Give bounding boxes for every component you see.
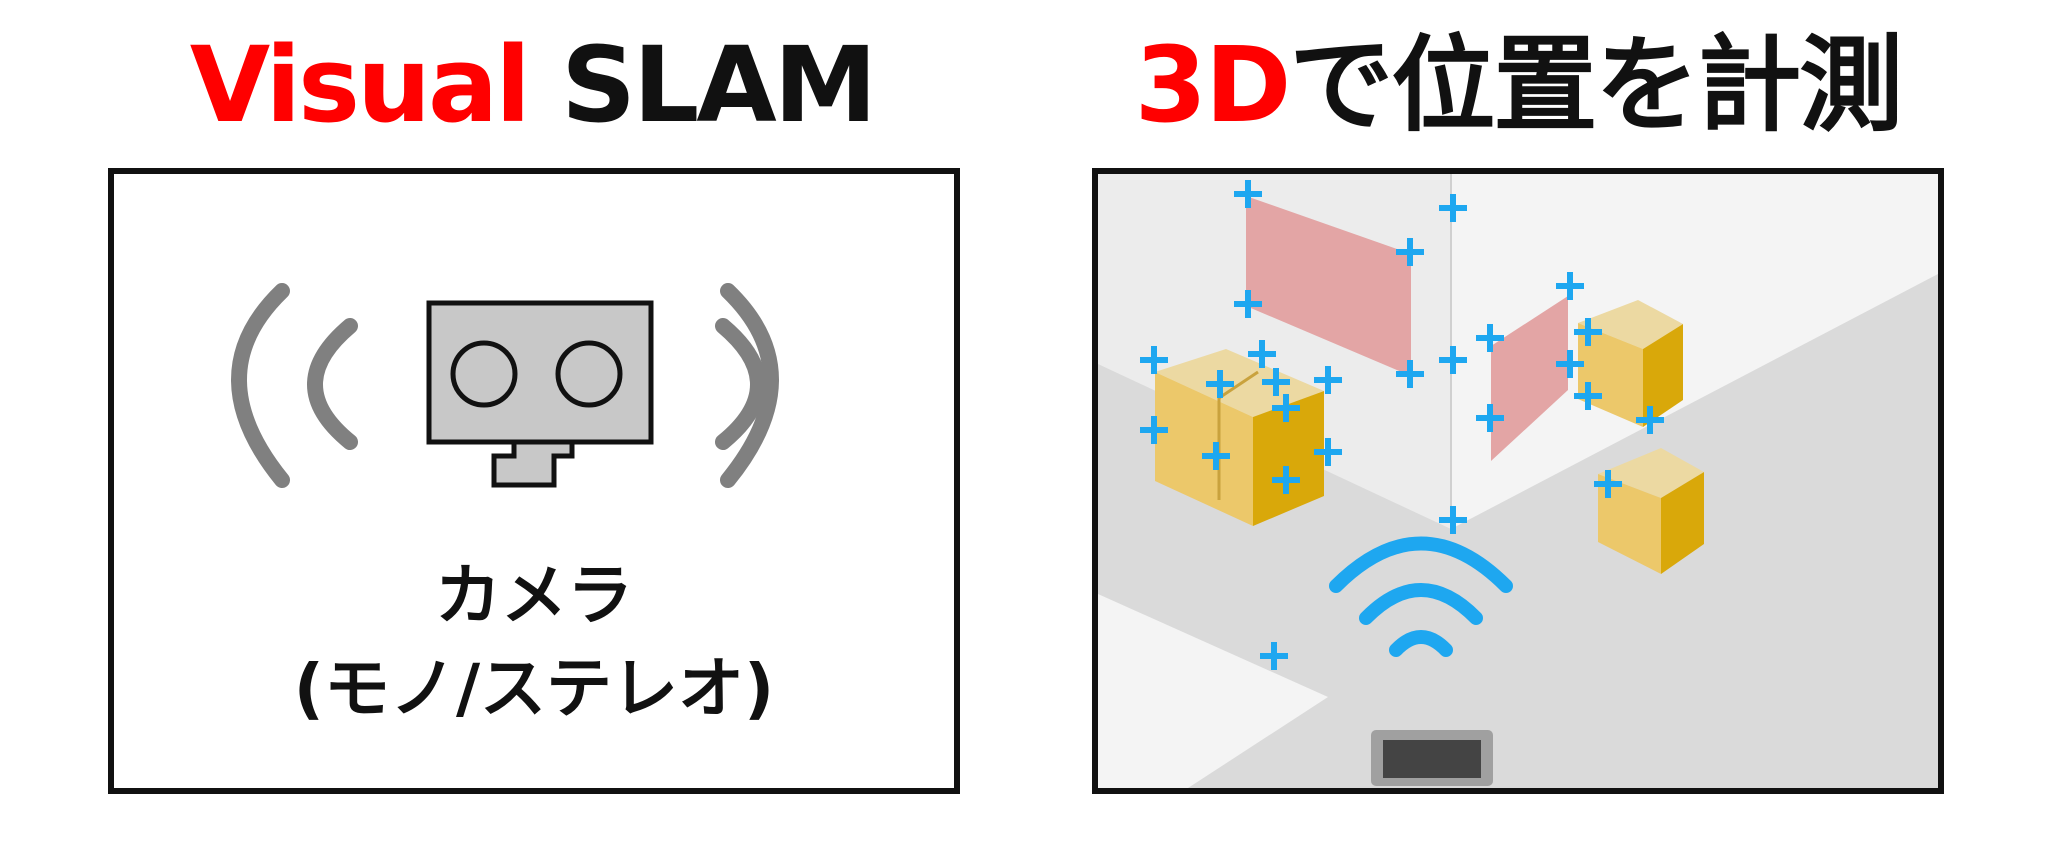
plus-marker-icon xyxy=(1272,394,1300,422)
plus-marker-icon xyxy=(1476,404,1504,432)
plus-marker-icon xyxy=(1439,346,1467,374)
plus-marker-icon xyxy=(1234,290,1262,318)
plus-marker-icon xyxy=(1202,442,1230,470)
wifi-signal-icon xyxy=(1329,536,1513,657)
plus-marker-icon xyxy=(1396,238,1424,266)
plus-marker-icon xyxy=(1594,470,1622,498)
plus-marker-icon xyxy=(1272,466,1300,494)
title-right-accent: 3D xyxy=(1134,24,1292,146)
wifi-arc-middle xyxy=(1359,583,1483,625)
plus-marker-icon xyxy=(1314,366,1342,394)
title-visual-slam: Visual SLAM xyxy=(108,30,956,140)
stereo-camera-icon xyxy=(426,300,654,488)
wave-inner-right xyxy=(715,318,766,450)
feature-points xyxy=(1140,180,1664,670)
box-small-front xyxy=(1598,448,1704,574)
plus-marker-icon xyxy=(1636,406,1664,434)
floor-light-strip xyxy=(1098,594,1328,788)
plus-marker-icon xyxy=(1574,318,1602,346)
title-left-rest: SLAM xyxy=(527,24,877,146)
wifi-arc-outer xyxy=(1329,536,1513,593)
plus-marker-icon xyxy=(1574,382,1602,410)
plus-marker-icon xyxy=(1206,370,1234,398)
plus-marker-icon xyxy=(1314,438,1342,466)
box-small-back xyxy=(1578,300,1683,427)
camera-label: カメラ xyxy=(435,557,633,634)
camera-panel: カメラ (モノ/ステレオ) xyxy=(108,168,960,794)
plus-marker-icon xyxy=(1439,506,1467,534)
plus-marker-icon xyxy=(1262,368,1290,396)
wave-outer-right xyxy=(720,283,779,488)
plus-marker-icon xyxy=(1234,180,1262,208)
plus-marker-icon xyxy=(1439,194,1467,222)
scene-illustration xyxy=(1098,174,1938,788)
signal-waves-right-icon xyxy=(715,283,779,488)
wifi-arc-inner xyxy=(1389,630,1453,657)
sensor-device-icon xyxy=(1371,730,1493,786)
camera-lens-right xyxy=(555,340,623,408)
plus-marker-icon xyxy=(1140,346,1168,374)
plus-marker-icon xyxy=(1556,350,1584,378)
back-wall-right xyxy=(1451,174,1938,529)
plus-marker-icon xyxy=(1248,340,1276,368)
camera-lens-left xyxy=(450,340,518,408)
plus-marker-icon xyxy=(1260,642,1288,670)
wave-outer-left xyxy=(231,283,290,488)
wall-panel-left xyxy=(1246,196,1411,376)
signal-waves-left-icon xyxy=(231,283,358,488)
plus-marker-icon xyxy=(1396,360,1424,388)
wave-inner-left xyxy=(307,318,358,450)
title-right-rest: で位置を計測 xyxy=(1289,24,1903,146)
camera-mount xyxy=(491,439,575,488)
camera-type-label: (モノ/ステレオ) xyxy=(293,650,775,727)
camera-illustration xyxy=(231,283,779,488)
wall-panel-right xyxy=(1491,296,1568,461)
title-3d-measurement: 3Dで位置を計測 xyxy=(1094,30,1942,140)
box-large xyxy=(1155,349,1324,526)
scene-panel xyxy=(1092,168,1944,794)
plus-marker-icon xyxy=(1556,272,1584,300)
plus-marker-icon xyxy=(1140,416,1168,444)
title-left-accent: Visual xyxy=(189,24,531,146)
plus-marker-icon xyxy=(1476,324,1504,352)
